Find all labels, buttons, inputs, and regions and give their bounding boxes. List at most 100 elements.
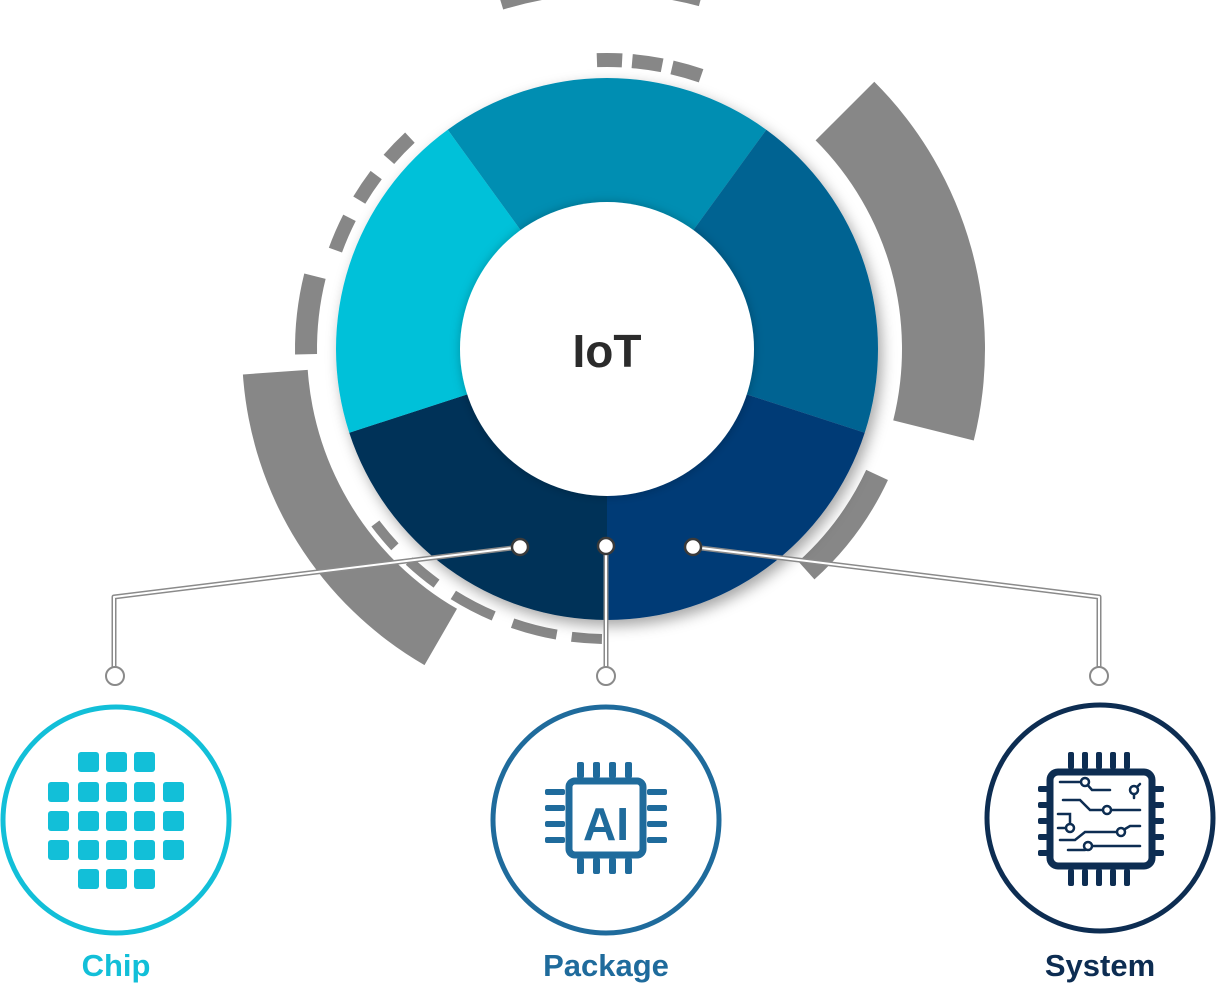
board-pin [1154,786,1164,792]
board-pin [1154,834,1164,840]
chip-pin [593,762,600,778]
chip-pin [545,805,565,811]
decorative-arc [798,469,888,580]
connector-end-dot [1089,666,1109,686]
board-pin [1110,869,1116,886]
board-pin [1124,752,1130,769]
board-pin [1096,752,1102,769]
decorative-arc [500,0,701,10]
decorative-arc [631,54,664,73]
board-pin [1038,786,1048,792]
board-pin [1082,869,1088,886]
decorative-arc [353,170,382,204]
chip-dot [163,840,184,860]
chip-dot [134,840,155,860]
ring-segment [692,129,879,433]
decorative-arc [596,53,623,68]
connector-dot [510,537,530,557]
chip-dot [78,782,99,802]
chip-dot [78,811,99,831]
ring-segment [349,394,607,620]
system-circle [984,702,1216,934]
chip-dot [106,782,127,802]
dot-matrix-icon [48,752,184,889]
decorative-arc [510,618,558,640]
chip-dot [48,811,69,831]
chip-pin [647,821,667,827]
ai-chip-icon: AI [545,762,667,874]
chip-dot [106,869,127,889]
chip-pin [545,821,565,827]
connector-dot [596,536,616,556]
decorative-arc [242,369,457,666]
board-pin [1082,752,1088,769]
board-pin [1038,802,1048,808]
chip-pin [577,762,584,778]
chip-dot [163,782,184,802]
package-label: Package [543,948,669,983]
chip-dot [78,869,99,889]
decorative-arc [670,60,704,83]
decorative-arc [405,557,440,588]
board-pin [1124,869,1130,886]
board-pin [1154,850,1164,856]
board-pin [1068,752,1074,769]
ai-chip-text: AI [583,798,629,850]
chip-dot [106,840,127,860]
connector-dots [105,536,1109,686]
decorative-arc [295,273,326,355]
ring-segment [336,129,522,433]
node-package: AI Package [490,704,722,983]
board-pin [1154,802,1164,808]
decorative-arc [328,214,356,253]
node-system: System [984,702,1216,983]
connector-end-dot [105,666,125,686]
chip-dot [134,782,155,802]
decorative-arc [815,81,985,441]
board-pin [1110,752,1116,769]
chip-pin [625,762,632,778]
chip-dot [78,840,99,860]
decorative-arc [571,631,603,644]
chip-pin [577,858,584,874]
chip-dot [78,752,99,772]
center-label: IoT [573,325,642,377]
circuit-board-icon [1038,752,1164,886]
board-pin [1154,818,1164,824]
chip-pin [609,762,616,778]
connectors-inner [113,546,1100,676]
chip-dot [163,811,184,831]
decorative-arcs [242,0,985,666]
node-chip: Chip [0,704,232,983]
chip-pin [647,837,667,843]
chip-dot [134,811,155,831]
board-pin [1038,834,1048,840]
iot-ring [336,78,879,620]
chip-pin [647,789,667,795]
chip-dot [48,840,69,860]
chip-pin [647,805,667,811]
board-pin [1068,869,1074,886]
decorative-arc [450,590,496,621]
board-pin [1096,869,1102,886]
system-label: System [1045,948,1155,983]
package-circle [490,704,722,936]
decorative-arc [371,520,399,551]
chip-dot [48,782,69,802]
chip-pin [593,858,600,874]
chip-label: Chip [82,948,151,983]
chip-dot [106,811,127,831]
board-pin [1038,818,1048,824]
chip-pin [625,858,632,874]
chip-pin [545,837,565,843]
connector-dot [683,537,703,557]
center-disc [460,202,754,496]
chip-pin [609,858,616,874]
connector-end-dot [596,666,616,686]
ring-segment [607,394,865,620]
chip-dot [134,869,155,889]
chip-dot [134,752,155,772]
chip-pin [545,789,565,795]
board-pin [1038,850,1048,856]
